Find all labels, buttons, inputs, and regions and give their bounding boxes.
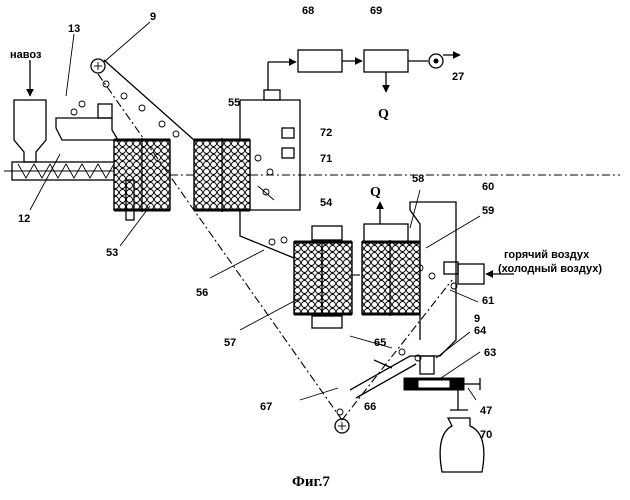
air-label-line1: горячий воздух [504, 249, 590, 261]
label-67: 67 [260, 401, 272, 413]
label-53: 53 [106, 247, 118, 259]
heat-output-q1: Q [378, 107, 389, 122]
column-60 [410, 202, 514, 356]
label-60: 60 [482, 181, 494, 193]
regenerator-drum-53 [114, 138, 170, 220]
label-69: 69 [370, 5, 382, 17]
label-63: 63 [484, 347, 496, 359]
collection-bag [440, 390, 484, 472]
label-9b: 9 [474, 313, 480, 325]
regenerator-drum-54 [170, 138, 250, 212]
screw-conveyor [4, 162, 132, 180]
manure-hopper [14, 60, 46, 162]
manure-label: навоз [10, 49, 42, 61]
label-71: 71 [320, 153, 332, 165]
label-12: 12 [18, 213, 30, 225]
label-70: 70 [480, 429, 492, 441]
leader-lines [30, 22, 480, 400]
label-58: 58 [412, 173, 424, 185]
label-64: 64 [474, 325, 487, 337]
heat-output-q2: Q [370, 185, 381, 200]
label-27: 27 [452, 71, 464, 83]
label-13: 13 [68, 23, 80, 35]
label-66: 66 [364, 401, 376, 413]
label-65: 65 [374, 337, 386, 349]
label-55: 55 [228, 97, 240, 109]
label-68: 68 [302, 5, 314, 17]
label-9a: 9 [150, 11, 156, 23]
label-54: 54 [320, 197, 333, 209]
feed-chute [56, 104, 118, 140]
figure-caption: Фиг.7 [292, 474, 330, 490]
label-57: 57 [224, 337, 236, 349]
label-47: 47 [480, 405, 492, 417]
label-59: 59 [482, 205, 494, 217]
label-56: 56 [196, 287, 208, 299]
regenerator-drum-57 [294, 226, 352, 328]
column-55 [240, 62, 620, 258]
exhaust-line [298, 50, 460, 92]
air-label-line2: (холодный воздух) [498, 263, 602, 275]
regenerator-drum-59 [352, 202, 420, 316]
label-72: 72 [320, 127, 332, 139]
discharge-chute [350, 356, 480, 398]
label-61: 61 [482, 295, 494, 307]
